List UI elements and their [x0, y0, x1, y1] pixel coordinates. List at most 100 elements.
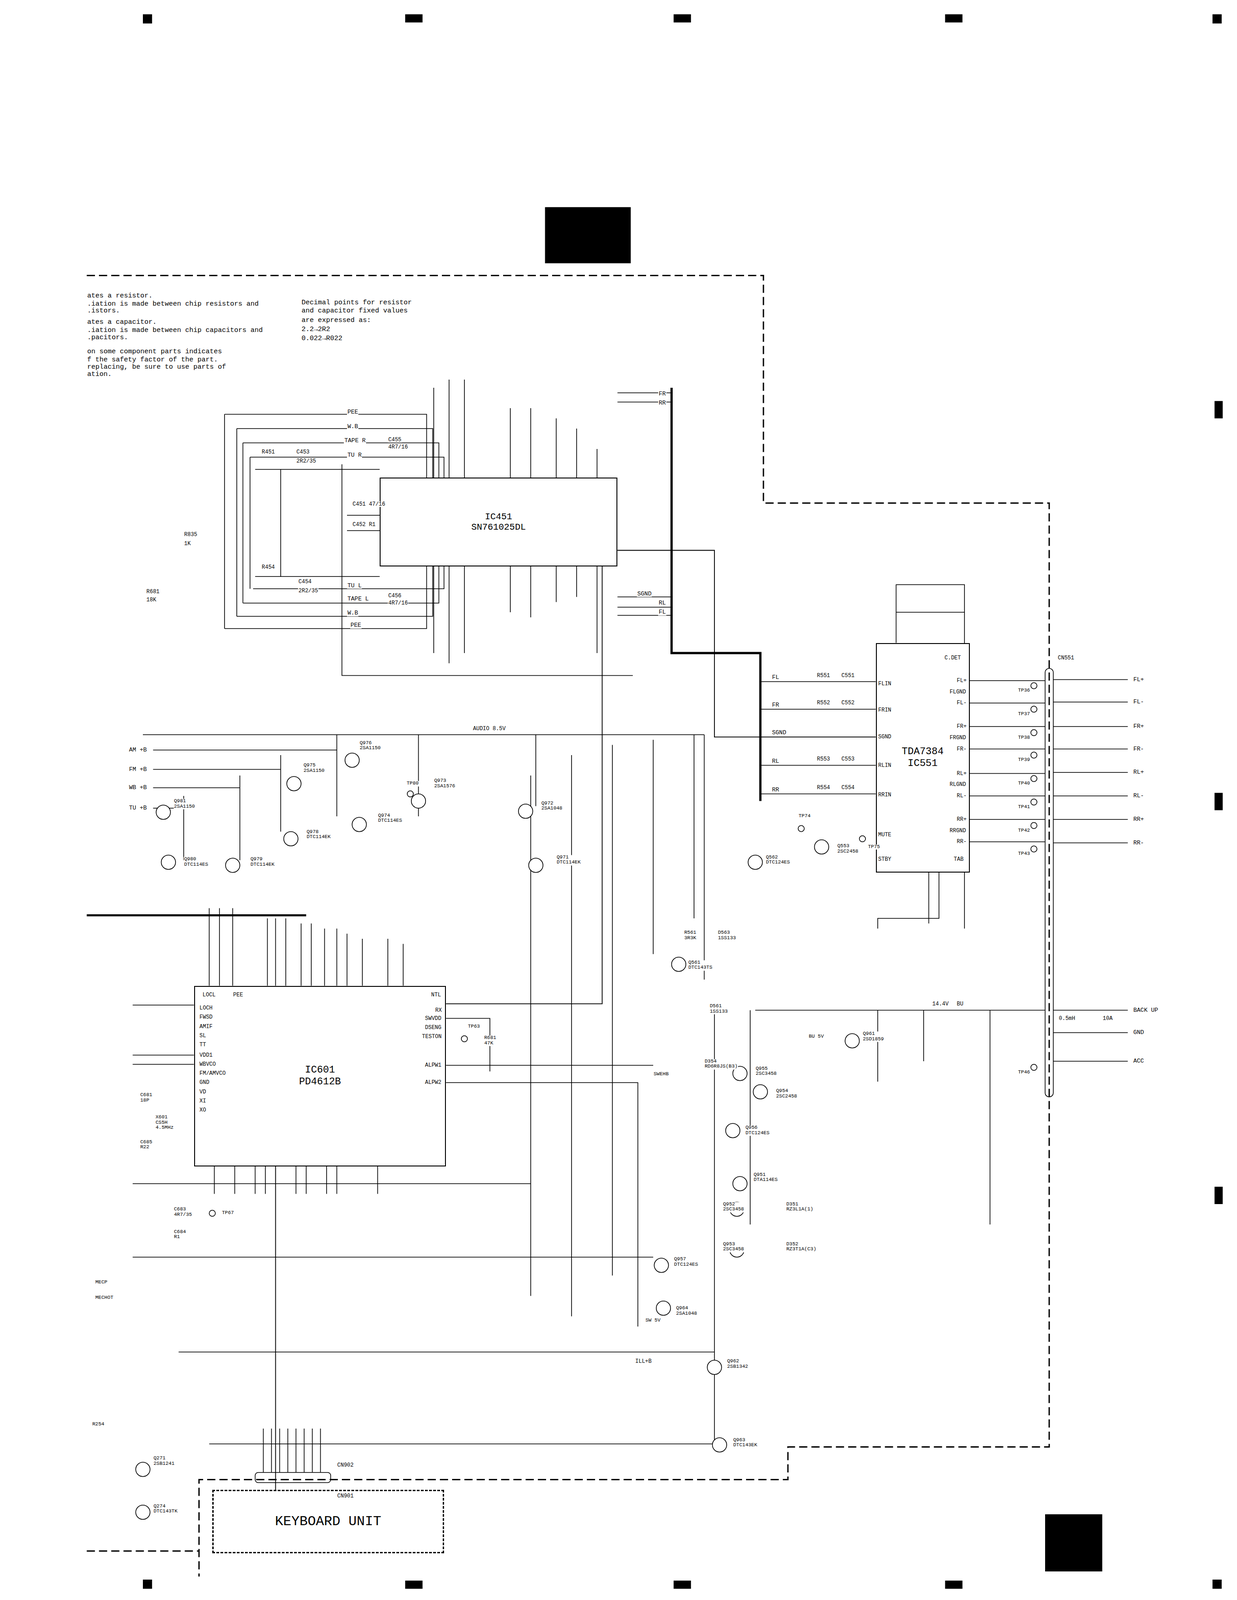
schematic-label: R551	[816, 672, 831, 679]
schematic-label: C454	[298, 578, 313, 585]
schematic-label: WB +B	[128, 784, 148, 792]
schematic-label: RL+	[956, 770, 968, 777]
schematic-label: R254	[92, 1422, 105, 1428]
schematic-label: RX	[435, 1007, 443, 1014]
schematic-label: C553	[840, 756, 856, 763]
ic-part-number: PD4612B	[298, 1076, 341, 1088]
schematic-label: TAB	[953, 856, 965, 863]
schematic-label: RLGND	[949, 782, 967, 788]
schematic-label: Q979 DTC114EK	[249, 857, 275, 868]
schematic-label: Q961 2SD1859	[862, 1031, 885, 1042]
schematic-label: Q975 2SA1150	[303, 763, 325, 774]
schematic-label: C456	[387, 593, 402, 600]
schematic-label: C.DET	[943, 655, 962, 662]
schematic-label: R451	[261, 449, 276, 455]
schematic-label: TP42	[1017, 828, 1031, 834]
schematic-label: C455	[387, 436, 402, 443]
schematic-label: TU L	[347, 582, 362, 590]
schematic-label: C554	[840, 785, 856, 792]
schematic-label: TU +B	[128, 805, 148, 812]
schematic-label: Q951 DTA114ES	[753, 1172, 779, 1184]
schematic-label: D351 RZ3L1A(1)	[786, 1202, 814, 1213]
schematic-label: FL-	[956, 700, 968, 707]
schematic-label: RLIN	[877, 762, 892, 769]
schematic-label: TP67	[221, 1210, 235, 1217]
schematic-label: X601 CS5H 4.5MHz	[155, 1114, 175, 1131]
schematic-label: W.B	[347, 610, 359, 617]
schematic-label: ILL+B	[635, 1358, 653, 1365]
schematic-label: Q957 DTC124ES	[673, 1257, 699, 1268]
schematic-label: XI	[199, 1098, 207, 1105]
schematic-label: .iation is made between chip resistors a…	[86, 300, 260, 309]
schematic-label: FR	[658, 391, 667, 398]
schematic-label: C552	[840, 700, 856, 707]
schematic-label: TESTON	[421, 1034, 442, 1041]
ic-package: IC601PD4612B	[194, 986, 447, 1167]
schematic-label: Q976 2SA1150	[359, 740, 382, 752]
schematic-label: C451 47/16	[352, 501, 386, 508]
schematic-label: ALPW2	[424, 1080, 442, 1086]
schematic-label: TP36	[1017, 688, 1031, 694]
schematic-label: SGND	[877, 733, 892, 740]
schematic-label: C684 R1	[173, 1229, 187, 1241]
schematic-label: C683 4R7/35	[173, 1207, 193, 1218]
schematic-label: AUDIO 8.5V	[472, 725, 507, 732]
schematic-label: STBY	[877, 856, 892, 863]
ic-part-number: SN761025DL	[471, 522, 526, 533]
connector-line	[617, 550, 876, 738]
signal-connector	[617, 550, 876, 738]
schematic-label: RR+	[956, 816, 968, 823]
schematic-label: 2R2/35	[298, 587, 319, 594]
schematic-label: VD	[199, 1089, 207, 1096]
schematic-label: Q953 2SC3458	[722, 1241, 745, 1253]
schematic-label: AMIF	[199, 1023, 214, 1030]
schematic-label: FWSD	[199, 1014, 214, 1021]
schematic-label: RRIN	[877, 792, 892, 798]
schematic-label: C453	[296, 449, 311, 455]
schematic-label: 2R2/35	[296, 458, 317, 465]
schematic-label: RR-	[956, 839, 968, 846]
schematic-label: SWEHB	[653, 1071, 670, 1078]
schematic-label: Q955 2SC3458	[755, 1066, 778, 1077]
schematic-label: MECP	[94, 1280, 108, 1286]
schematic-label: TP41	[1017, 804, 1031, 811]
ic-part-number: IC551	[907, 757, 938, 770]
schematic-label: C452 R1	[352, 521, 376, 528]
schematic-label: FLIN	[877, 680, 892, 687]
schematic-label: TP74	[798, 813, 812, 820]
schematic-label: .istors.	[86, 307, 121, 315]
schematic-label: R681 47K	[484, 1035, 497, 1047]
schematic-label: TP75	[867, 844, 881, 851]
schematic-label: 2.2→2R2	[301, 326, 331, 334]
schematic-label: TU R	[347, 452, 362, 459]
schematic-label: on some component parts indicates	[86, 348, 223, 356]
ic-package: IC451SN761025DL	[379, 477, 618, 567]
schematic-label: RL-	[1133, 792, 1145, 800]
schematic-label: ALPW1	[424, 1062, 442, 1069]
schematic-label: ACC	[1133, 1058, 1145, 1065]
schematic-label: RR	[771, 787, 780, 794]
schematic-label: MECHOT	[94, 1295, 114, 1301]
schematic-label: Q553 2SC2458	[836, 843, 859, 855]
signal-connector	[445, 566, 602, 1005]
ic-reference: KEYBOARD UNIT	[274, 1514, 382, 1531]
schematic-label: FR	[771, 702, 780, 709]
schematic-label: GND	[1133, 1029, 1145, 1037]
schematic-label: FRGND	[949, 734, 967, 741]
schematic-label: Q972 2SA1048	[541, 801, 563, 812]
signal-connector	[275, 1166, 276, 1491]
schematic-label: C551	[840, 672, 856, 679]
schematic-label: TP46	[1017, 1070, 1031, 1076]
schematic-label: NTL	[430, 992, 442, 998]
connector-line	[445, 566, 602, 1005]
schematic-label: SW 5V	[645, 1318, 661, 1324]
schematic-label: 18K	[146, 597, 157, 604]
schematic-label: VDD1	[199, 1052, 214, 1059]
schematic-label: FR+	[1133, 723, 1145, 730]
schematic-label: LOCL	[202, 992, 217, 998]
schematic-label: FL	[658, 609, 667, 616]
schematic-label: R552	[816, 700, 831, 707]
schematic-label: R561 3R3K	[684, 930, 697, 942]
schematic-label: D354 RD6R8JS(B3)	[704, 1059, 739, 1070]
keyboard-unit-box: KEYBOARD UNIT	[212, 1490, 445, 1554]
